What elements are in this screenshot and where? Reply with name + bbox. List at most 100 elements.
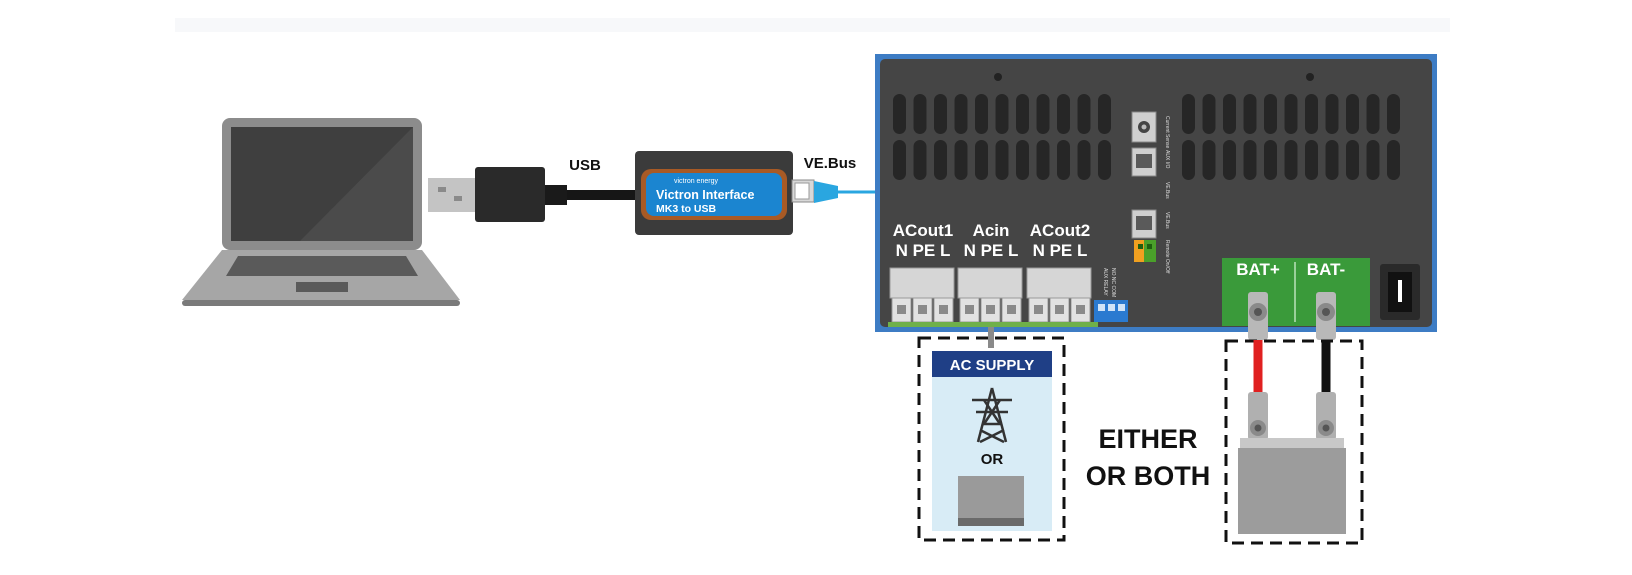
ac-terminal-hole [897,305,906,314]
npel-label-1: N PE L [896,241,951,260]
aux-io-label: AUX I/O [1164,150,1170,168]
vent-slot [1077,94,1091,134]
vent-slot [1264,94,1277,134]
ac-terminal-hole [986,305,995,314]
vent-slot [893,94,906,134]
ac-terminal-hole [1034,305,1043,314]
bat-plus-label: BAT+ [1236,260,1280,279]
power-pylon-icon [972,387,1012,444]
no-nc-com-label: NO NC COM [1110,268,1116,297]
vent-slot [1264,140,1277,180]
vent-slot [1366,140,1380,180]
bat-minus-label: BAT- [1307,260,1345,279]
interface-title: Victron Interface [656,188,754,202]
vent-slot [1202,140,1216,180]
current-sense-label: Current Sense [1164,116,1170,148]
bat-plus-bolt [1248,292,1268,340]
vent-slot [1284,140,1298,180]
battery-dashed-box [1224,339,1364,545]
vebus-port2-label: VE.Bus [1164,212,1170,229]
acout1-label: ACout1 [893,221,953,240]
either-label-line2: OR BOTH [1086,461,1211,491]
ac-terminal-hole [1055,305,1064,314]
vent-slot [1366,94,1380,134]
vent-slot [1346,140,1359,180]
acout2-label: ACout2 [1030,221,1090,240]
ac-terminal-block [1026,267,1092,299]
ac-terminal-blocks [889,267,1092,323]
vent-slot [1284,94,1298,134]
aux-relay-label: AUX RELAY [1102,268,1108,296]
vent-slot [1016,140,1029,180]
battery-icon [1238,392,1346,534]
vent-slot [1243,94,1257,134]
vebus-label: VE.Bus [804,155,857,172]
ac-terminal-hole [918,305,927,314]
either-label-line1: EITHER [1098,424,1197,454]
vent-slot [1202,94,1216,134]
vent-slot [893,140,906,180]
ac-terminal-block [957,267,1023,299]
vent-slot [1182,140,1195,180]
battery-terminals [1222,258,1370,326]
vent-slot [975,140,988,180]
ac-terminal-hole [939,305,948,314]
vent-slot [1223,94,1236,134]
terminal-base-strip [888,322,1098,327]
npel-label-3: N PE L [1033,241,1088,260]
vent-slot [913,140,927,180]
ac-terminal-block [889,267,955,299]
vent-slot [1387,140,1400,180]
vent-slot [1325,140,1339,180]
generator-icon [958,476,1024,526]
ac-supply-label: AC SUPPLY [950,357,1034,374]
vent-slots-right [1182,94,1400,180]
vent-slot [934,140,947,180]
vent-slot [1305,94,1318,134]
vent-slot [1346,94,1359,134]
interface-subtitle: MK3 to USB [656,203,717,215]
vent-slot [1387,94,1400,134]
vent-slot [1305,140,1318,180]
power-switch [1380,264,1420,320]
npel-label-2: N PE L [964,241,1019,260]
ac-supply-dashed-box [917,336,1066,542]
vent-slot [1223,140,1236,180]
vent-slots-left [893,94,1111,180]
laptop-icon [182,118,460,306]
vebus-port1-label: VE.Bus [1164,182,1170,199]
usb-label: USB [569,157,601,174]
vent-slot [913,94,927,134]
ac-supply-header [932,351,1052,377]
usb-cable [567,190,635,200]
vent-slot [1036,140,1050,180]
vent-slot [954,94,968,134]
vent-slot [1098,94,1111,134]
vent-slot [1098,140,1111,180]
port-column [1131,111,1157,262]
vent-slot [1243,140,1257,180]
ac-terminal-hole [1076,305,1085,314]
vent-slot [1077,140,1091,180]
aux-relay-terminal [1094,300,1128,322]
vent-slot [995,140,1009,180]
vent-slot [995,94,1009,134]
ac-terminal-hole [1007,305,1016,314]
vent-slot [954,140,968,180]
vent-slot [975,94,988,134]
ac-terminal-hole [965,305,974,314]
vent-slot [1182,94,1195,134]
mk3-interface: victron energy Victron Interface MK3 to … [635,151,793,235]
top-band [175,18,1450,32]
acin-label: Acin [973,221,1010,240]
vent-slot [1057,94,1070,134]
vent-slot [934,94,947,134]
vent-slot [1325,94,1339,134]
vent-slot [1036,94,1050,134]
interface-brand: victron energy [674,178,718,185]
rj45-connector-icon [791,179,838,203]
usb-plug-icon [428,167,567,222]
bat-minus-bolt [1316,292,1336,340]
vent-slot [1057,140,1070,180]
